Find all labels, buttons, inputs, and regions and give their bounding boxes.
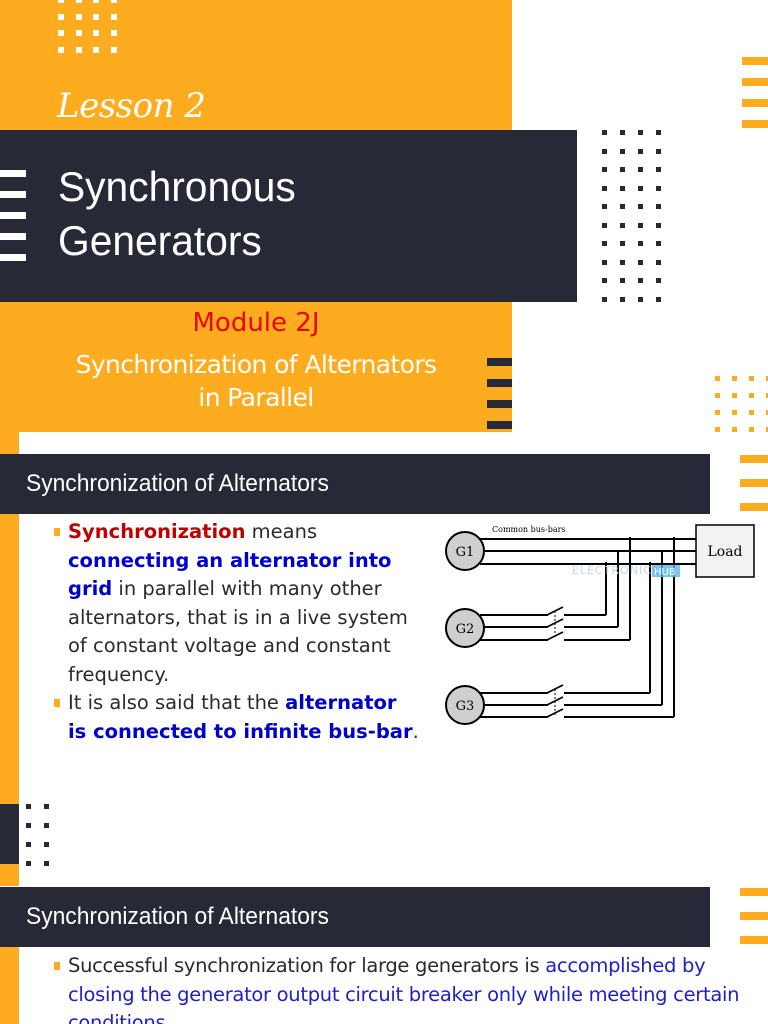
- module-code: Module 2J: [192, 308, 320, 338]
- bullet-item: It is also said that the alternator is c…: [50, 689, 420, 746]
- title-line-1: Synchronous: [58, 163, 296, 210]
- bullet-square-icon: [54, 528, 60, 536]
- svg-text:G2: G2: [456, 622, 475, 637]
- svg-text:ELECTRONICS: ELECTRONICS: [572, 564, 660, 577]
- bullet-item: Successful synchronization for large gen…: [50, 952, 750, 1024]
- decorative-dot-grid-dark-small: [24, 800, 54, 866]
- bullet-list: Successful synchronization for large gen…: [50, 952, 750, 1024]
- title-line-2: Generators: [58, 217, 262, 264]
- slide-header-bar: [0, 454, 710, 514]
- svg-text:Common bus-bars: Common bus-bars: [492, 525, 566, 534]
- module-title-line-2: in Parallel: [198, 383, 314, 412]
- decorative-dot-grid-orange: [713, 376, 768, 436]
- slide-header-bar: [0, 887, 710, 947]
- decorative-dot-grid-dark: [590, 126, 661, 306]
- side-accent-dark: [0, 804, 19, 864]
- svg-text:G1: G1: [456, 545, 475, 560]
- lesson-label: Lesson 2: [57, 86, 206, 126]
- bullet-list: Synchronization means connecting an alte…: [50, 518, 420, 746]
- module-orange-panel: [0, 302, 512, 432]
- generator-g1-icon: [445, 531, 485, 571]
- title-orange-panel: [0, 0, 512, 130]
- svg-text:G3: G3: [456, 699, 475, 714]
- slide-header-title: Synchronization of Alternators: [26, 470, 329, 497]
- parallel-alternators-diagram: G1 G2 G3 Load Common bus-bars ELECTRONIC…: [445, 524, 755, 725]
- module-title-line-1: Synchronization of Alternators: [75, 350, 437, 379]
- side-accent-orange: [0, 864, 19, 886]
- generator-g3-icon: [445, 685, 485, 725]
- page-title: Synchronous Generators: [58, 160, 296, 268]
- slide-header-title: Synchronization of Alternators: [26, 903, 329, 930]
- bullet-square-icon: [54, 962, 60, 970]
- module-title: Synchronization of Alternators in Parall…: [0, 348, 512, 414]
- generator-g2-icon: [445, 608, 485, 648]
- side-accent-orange: [0, 432, 19, 454]
- bullet-item: Synchronization means connecting an alte…: [50, 518, 420, 689]
- svg-text:HUB: HUB: [654, 567, 676, 578]
- side-accent-orange: [0, 514, 19, 804]
- title-dark-panel: [0, 130, 577, 302]
- decorative-dot-grid-white: [57, 0, 117, 56]
- bullet-square-icon: [54, 699, 60, 707]
- side-accent-orange: [0, 946, 19, 1024]
- svg-text:Load: Load: [707, 544, 742, 560]
